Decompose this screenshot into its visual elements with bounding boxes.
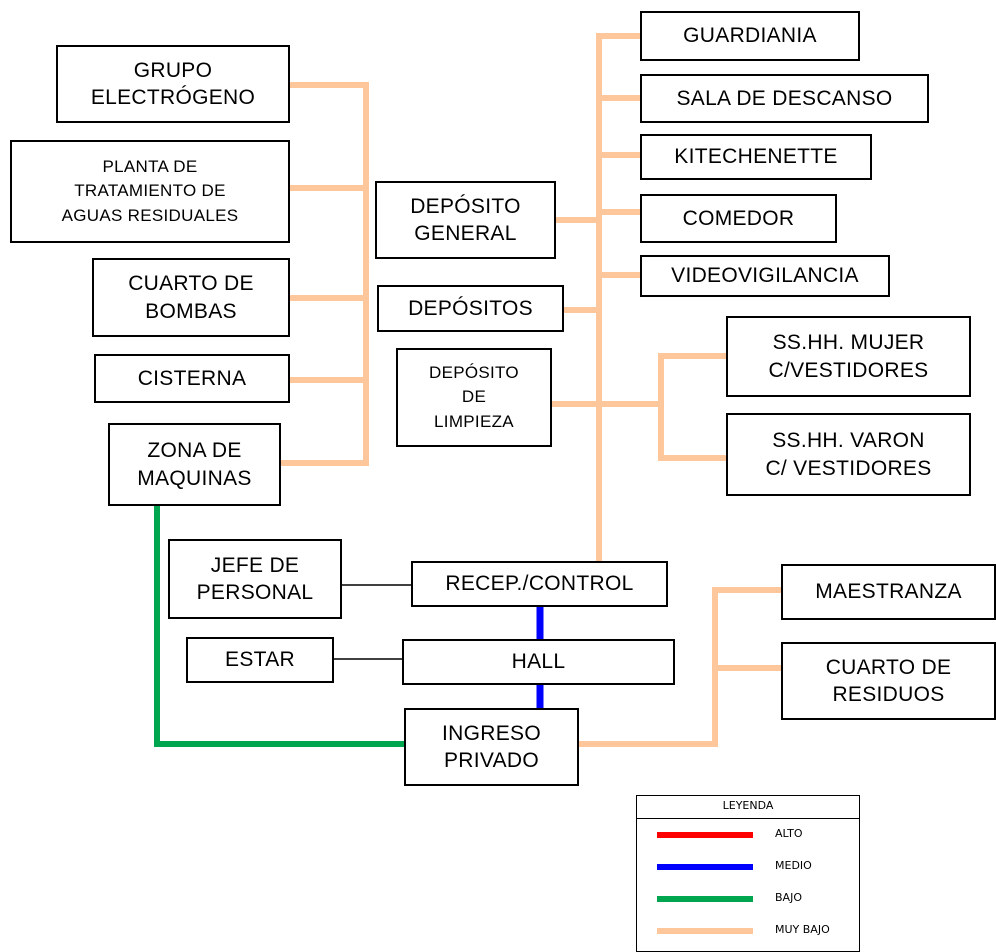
node-recepcion-control: RECEP./CONTROL — [411, 561, 668, 607]
node-grupo-electrogeno: GRUPO ELECTRÓGENO — [56, 45, 290, 123]
node-hall: HALL — [402, 639, 675, 685]
legend-divider — [637, 818, 859, 819]
node-cuarto-bombas: CUARTO DE BOMBAS — [92, 258, 290, 337]
node-jefe-personal: JEFE DE PERSONAL — [168, 539, 342, 619]
node-cuarto-residuos: CUARTO DE RESIDUOS — [781, 642, 996, 720]
node-ingreso-privado: INGRESO PRIVADO — [404, 708, 579, 786]
node-deposito-general: DEPÓSITO GENERAL — [375, 181, 556, 259]
node-cisterna: CISTERNA — [94, 354, 290, 403]
legend-title: LEYENDA — [722, 799, 774, 812]
legend-item: MEDIO — [657, 857, 857, 877]
node-comedor: COMEDOR — [640, 194, 837, 243]
legend-swatch-muy-bajo — [657, 928, 753, 934]
legend-item: BAJO — [657, 889, 857, 909]
node-planta-tratamiento: PLANTA DE TRATAMIENTO DE AGUAS RESIDUALE… — [10, 140, 290, 243]
node-videovigilancia: VIDEOVIGILANCIA — [640, 255, 890, 297]
legend-item: MUY BAJO — [657, 921, 857, 941]
legend-label-muy-bajo: MUY BAJO — [775, 923, 830, 936]
legend: LEYENDA ALTO MEDIO BAJO MUY BAJO — [636, 795, 860, 952]
connector-zona-maquinas-ingreso — [154, 505, 405, 747]
legend-label-alto: ALTO — [775, 827, 803, 840]
node-sala-descanso: SALA DE DESCANSO — [640, 74, 929, 123]
node-guardiania: GUARDIANIA — [640, 11, 860, 61]
legend-item: ALTO — [657, 825, 857, 845]
node-maestranza: MAESTRANZA — [781, 564, 996, 620]
node-estar: ESTAR — [186, 637, 334, 683]
legend-swatch-medio — [657, 864, 753, 870]
node-zona-maquinas: ZONA DE MAQUINAS — [108, 423, 281, 506]
node-sshh-varon: SS.HH. VARON C/ VESTIDORES — [726, 413, 971, 496]
legend-label-bajo: BAJO — [775, 891, 802, 904]
legend-label-medio: MEDIO — [775, 859, 812, 872]
node-kitechenette: KITECHENETTE — [640, 134, 872, 180]
node-depositos: DEPÓSITOS — [377, 285, 564, 332]
legend-swatch-alto — [657, 832, 753, 838]
node-deposito-limpieza: DEPÓSITO DE LIMPIEZA — [396, 348, 552, 447]
node-sshh-mujer: SS.HH. MUJER C/VESTIDORES — [726, 316, 971, 397]
legend-swatch-bajo — [657, 896, 753, 902]
